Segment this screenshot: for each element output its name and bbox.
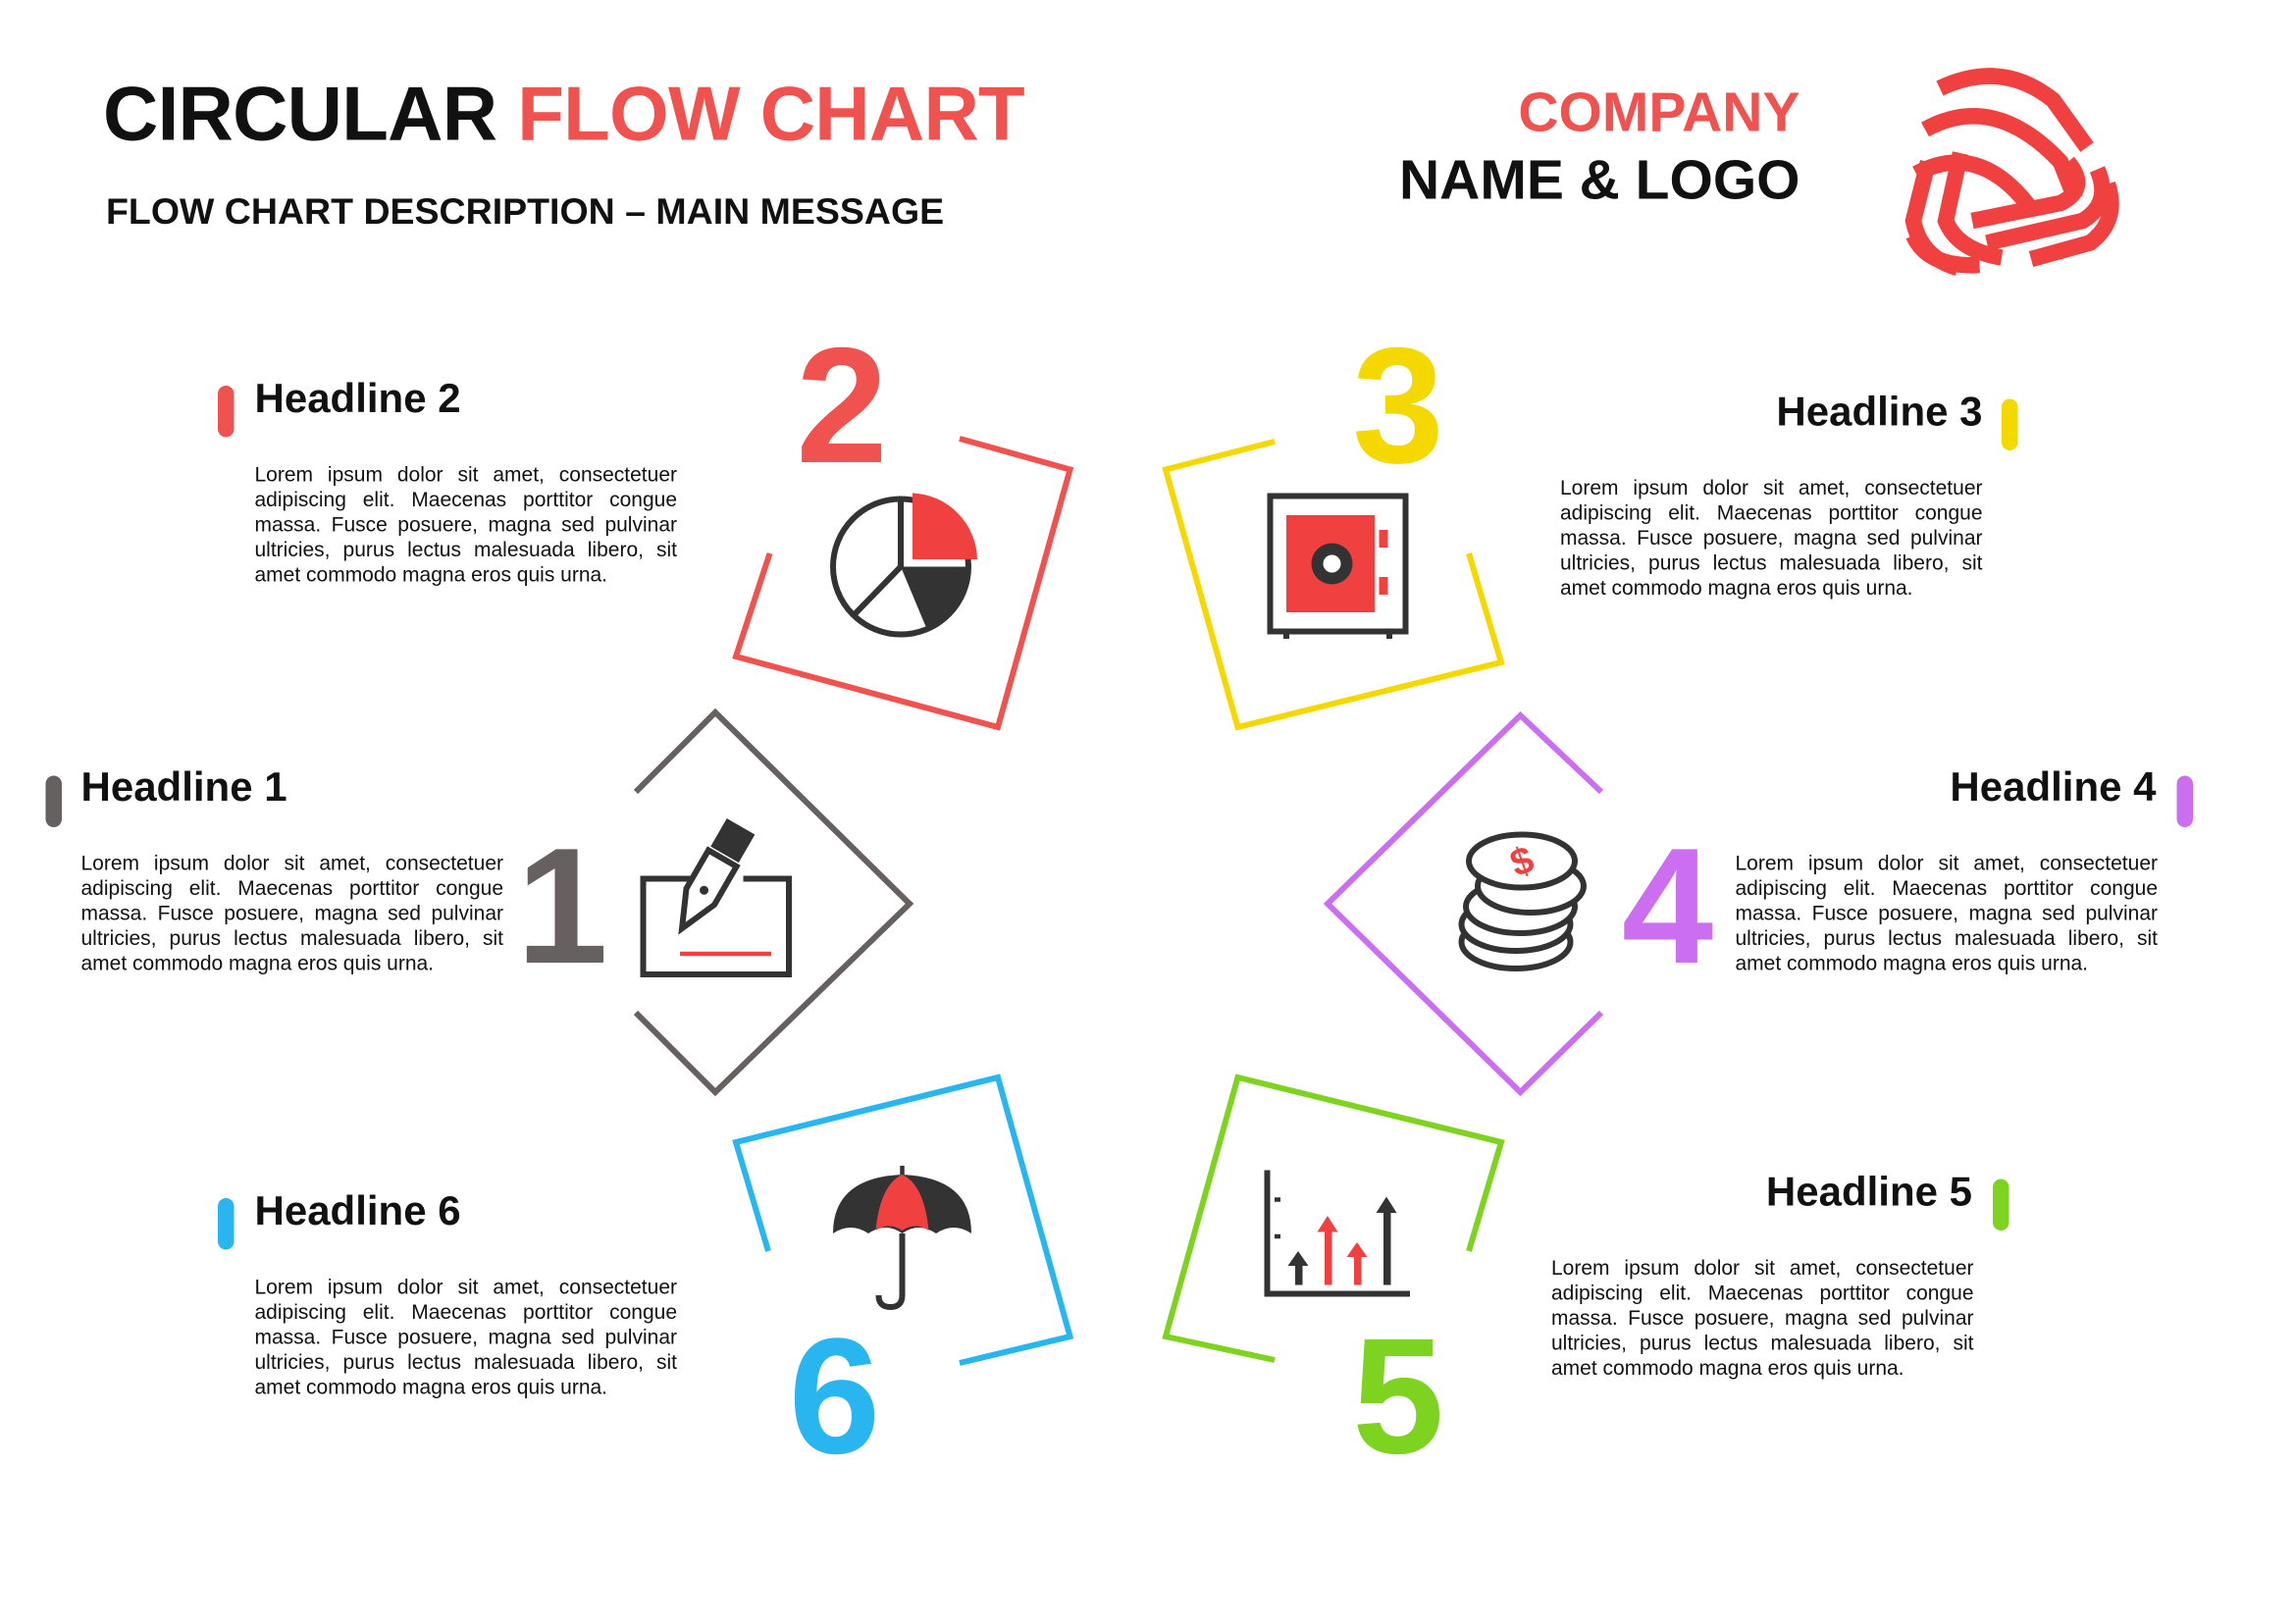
step-6-body: Lorem ipsum dolor sit amet, consectetuer… [254, 1275, 678, 1398]
step-2-marker [218, 386, 235, 438]
step-5-number: 5 [1352, 1304, 1444, 1489]
company-label: COMPANY [1518, 82, 1800, 144]
step-1-number: 1 [516, 813, 608, 998]
step-4-marker [2176, 775, 2193, 827]
step-4-headline: Headline 4 [1950, 763, 2157, 811]
safe-icon [1267, 493, 1409, 639]
step-2-number: 2 [796, 313, 888, 498]
step-1-frame [633, 707, 914, 1097]
step-6-number: 6 [788, 1304, 881, 1489]
step-3-frame [1162, 439, 1505, 731]
step-5-body: Lorem ipsum dolor sit amet, consectetuer… [1551, 1255, 1974, 1380]
step-1-marker [45, 775, 62, 827]
step-5-frame [1162, 1074, 1505, 1363]
step-2-headline: Headline 2 [254, 375, 461, 422]
step-2-body: Lorem ipsum dolor sit amet, consectetuer… [254, 462, 678, 586]
step-6-headline: Headline 6 [254, 1187, 461, 1234]
step-6-frame [732, 1074, 1074, 1366]
step-5-marker [1993, 1179, 2009, 1231]
coins-icon: $ [1458, 831, 1587, 971]
step-3-marker [2002, 398, 2018, 450]
umbrella-icon [833, 1166, 971, 1311]
step-3-body: Lorem ipsum dolor sit amet, consectetuer… [1560, 475, 1983, 600]
step-3-headline: Headline 3 [1776, 389, 1983, 435]
title-part-1: CIRCULAR [103, 72, 497, 158]
pie-chart-icon [830, 493, 977, 638]
title-part-2: FLOW CHART [517, 72, 1024, 158]
step-4-body: Lorem ipsum dolor sit amet, consectetuer… [1735, 851, 2159, 974]
step-2-frame [732, 436, 1074, 731]
step-5-headline: Headline 5 [1765, 1169, 1972, 1215]
company-logo-icon [1904, 68, 2119, 276]
step-4-number: 4 [1621, 813, 1714, 998]
step-3-number: 3 [1352, 313, 1444, 498]
step-1-headline: Headline 1 [80, 763, 287, 811]
step-1-body: Lorem ipsum dolor sit amet, consectetuer… [80, 851, 504, 974]
step-6-marker [218, 1198, 235, 1250]
step-4-frame [1323, 710, 1604, 1097]
page-title: CIRCULAR FLOW CHART [103, 71, 1025, 159]
pen-document-icon [640, 818, 792, 977]
name-logo-label: NAME & LOGO [1399, 150, 1800, 212]
page-subtitle: FLOW CHART DESCRIPTION – MAIN MESSAGE [106, 191, 945, 233]
bar-chart-arrows-icon [1264, 1170, 1410, 1297]
